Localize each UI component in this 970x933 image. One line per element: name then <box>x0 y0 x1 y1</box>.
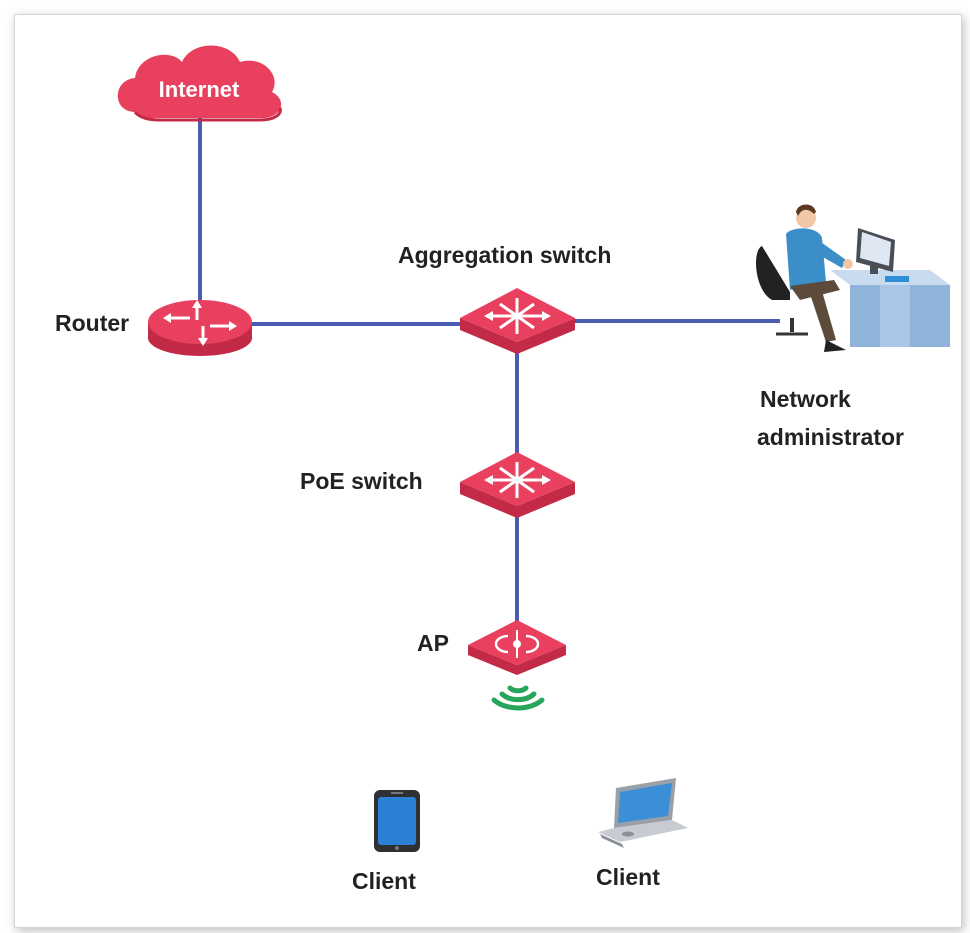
laptop-client-icon <box>598 778 688 848</box>
internet-label: Internet <box>159 77 240 102</box>
laptop-client-label: Client <box>596 864 660 890</box>
wifi-signal-icon <box>491 685 545 711</box>
poe-switch-icon <box>460 452 575 518</box>
phone-client-label: Client <box>352 868 416 894</box>
phone-client-icon <box>374 790 420 852</box>
router-icon <box>148 300 252 356</box>
network-administrator-icon <box>756 204 950 352</box>
aggregation-switch-icon <box>460 288 575 354</box>
network-administrator-label-line1: Network <box>760 386 851 412</box>
aggregation-switch-label: Aggregation switch <box>398 242 612 268</box>
internet-cloud-icon: Internet <box>117 45 282 122</box>
router-label: Router <box>55 310 130 336</box>
network-administrator-label-line2: administrator <box>757 424 904 450</box>
access-point-icon <box>468 620 566 675</box>
links <box>198 115 780 622</box>
ap-label: AP <box>417 630 449 656</box>
poe-switch-label: PoE switch <box>300 468 423 494</box>
